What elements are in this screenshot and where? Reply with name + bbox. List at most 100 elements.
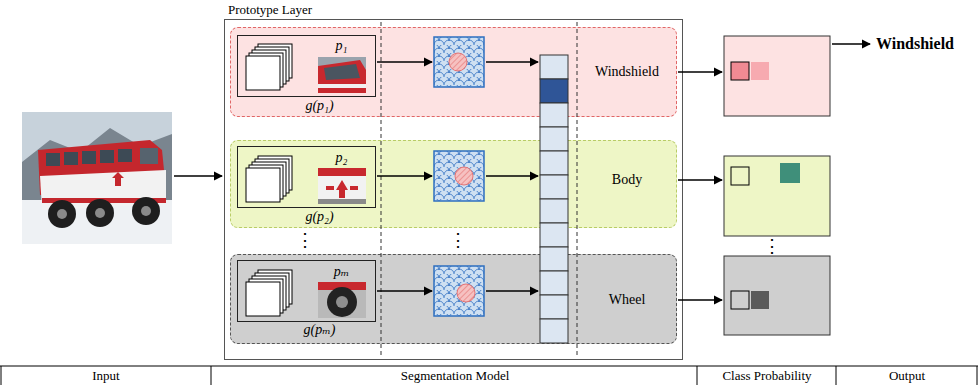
- flow-arrow: [486, 61, 538, 62]
- wheel-thumbnail-part: [327, 287, 357, 317]
- input-photo-part: [140, 148, 158, 164]
- input-photo-part: [22, 112, 172, 244]
- similarity-map: [434, 266, 484, 316]
- activation-spot: [457, 284, 475, 302]
- prototype-box: p₁g(p₁): [237, 35, 376, 97]
- windshield-thumbnail: [318, 57, 366, 93]
- windshield-thumbnail-part: [318, 84, 366, 88]
- probability-box-part: [780, 163, 800, 183]
- activation-spot: [449, 53, 467, 71]
- ellipsis-mark-wrap: ⋮: [296, 230, 314, 251]
- flow-arrow: [678, 299, 722, 300]
- input-arrow: [174, 175, 222, 176]
- projection-label-wrap: g(p₂): [305, 209, 333, 225]
- class-name-wrap: Wheel: [609, 292, 646, 308]
- panel-title: Prototype Layer: [228, 3, 312, 18]
- stage-label-wrap: Class Probability: [722, 369, 811, 384]
- feature-stack: [246, 156, 292, 202]
- prototype-label: pₘ: [334, 264, 350, 280]
- flow-arrow: [377, 175, 432, 176]
- score-vector-part: [540, 199, 568, 223]
- class-band: Windshieldp₁g(p₁): [230, 27, 677, 117]
- probability-box-part: [731, 291, 749, 309]
- stage-axis-part: [697, 366, 698, 385]
- class-name-wrap: Body: [612, 172, 642, 188]
- ellipsis-mark-wrap: ⋮: [763, 236, 781, 257]
- probability-box: [724, 256, 830, 335]
- input-photo-part: [112, 172, 124, 186]
- input-photo-part: [100, 150, 114, 163]
- input-photo: [22, 112, 172, 244]
- score-vector-part: [540, 271, 568, 295]
- input-photo-part: [82, 151, 96, 164]
- probability-box: [724, 156, 830, 236]
- flow-arrow: [377, 290, 432, 291]
- prototype-label: p₁: [336, 38, 348, 54]
- class-name: Body: [612, 172, 642, 188]
- projection-label: g(p₂): [305, 209, 333, 225]
- output-arrow: [832, 43, 870, 44]
- ellipsis-mark: ⋮: [296, 230, 314, 251]
- score-vector-part: [540, 295, 568, 319]
- prototype-layer-panel: Prototype LayerWindshieldp₁g(p₁)Bodyp₂g(…: [224, 19, 683, 360]
- score-vector-part: [540, 319, 568, 343]
- class-band: Wheel pₘ g(pₘ): [230, 254, 677, 344]
- windshield-thumbnail-part: [318, 60, 366, 93]
- input-photo-part: [118, 149, 132, 162]
- class-name: Wheel: [609, 292, 646, 308]
- wheel-thumbnail-part: [318, 282, 366, 318]
- class-name-wrap: Windshield: [595, 64, 659, 80]
- probability-box-part: [724, 256, 830, 335]
- stage-axis-part: [0, 366, 978, 367]
- body-thumbnail-part: [318, 168, 366, 176]
- body-thumbnail-part: [318, 168, 366, 204]
- windshield-thumbnail-part: [318, 57, 366, 93]
- flow-arrow: [678, 179, 722, 180]
- stage-label-wrap: Input: [92, 369, 119, 384]
- probability-box-part: [731, 167, 749, 185]
- input-photo-part: [42, 198, 166, 203]
- feature-stack: [246, 44, 292, 90]
- input-photo-part: [64, 152, 78, 165]
- column-divider: [577, 22, 578, 356]
- stage-axis-part: [1, 366, 2, 385]
- flow-arrow: [678, 71, 722, 72]
- wheel-thumbnail-part: [318, 282, 366, 290]
- score-vector-part: [540, 103, 568, 127]
- stage-label: Input: [92, 369, 119, 384]
- score-vector: [540, 55, 568, 343]
- input-photo-part: [141, 206, 151, 216]
- ellipsis-mark: ⋮: [449, 230, 467, 251]
- feature-stack: [246, 270, 292, 316]
- projection-label: g(p₁): [305, 98, 333, 114]
- projection-label: g(pₘ): [304, 322, 336, 338]
- stage-label-wrap: Output: [889, 369, 925, 384]
- input-photo-part: [22, 200, 172, 244]
- similarity-map: [434, 151, 484, 201]
- stage-axis: [0, 366, 978, 385]
- stage-label: Class Probability: [722, 369, 811, 384]
- score-vector-part: [540, 127, 568, 151]
- stage-axis-part: [211, 366, 212, 385]
- input-photo-part: [95, 208, 105, 218]
- score-vector-part: [540, 151, 568, 175]
- input-photo-part: [22, 128, 172, 200]
- body-thumbnail-part: [336, 180, 348, 198]
- wheel-thumbnail-part: [336, 296, 348, 308]
- panel-title-wrap: Prototype Layer: [228, 3, 312, 18]
- score-vector-part: [540, 79, 568, 103]
- score-vector-part: [540, 55, 568, 79]
- similarity-map: [434, 37, 484, 87]
- input-photo-part: [38, 140, 166, 195]
- stage-label-wrap: Segmentation Model: [401, 369, 510, 384]
- ellipsis-mark-wrap: ⋮: [449, 230, 467, 251]
- class-name: Windshield: [595, 64, 659, 80]
- prototype-label: p₂: [336, 150, 348, 166]
- projection-label-wrap: g(pₘ): [304, 322, 336, 338]
- stage-axis-part: [836, 366, 837, 385]
- body-thumbnail-part: [326, 186, 334, 190]
- prototype-label-wrap: p₁: [336, 38, 348, 54]
- windshield-thumbnail-part: [324, 64, 360, 80]
- output-label-wrap: Windshield: [876, 35, 954, 53]
